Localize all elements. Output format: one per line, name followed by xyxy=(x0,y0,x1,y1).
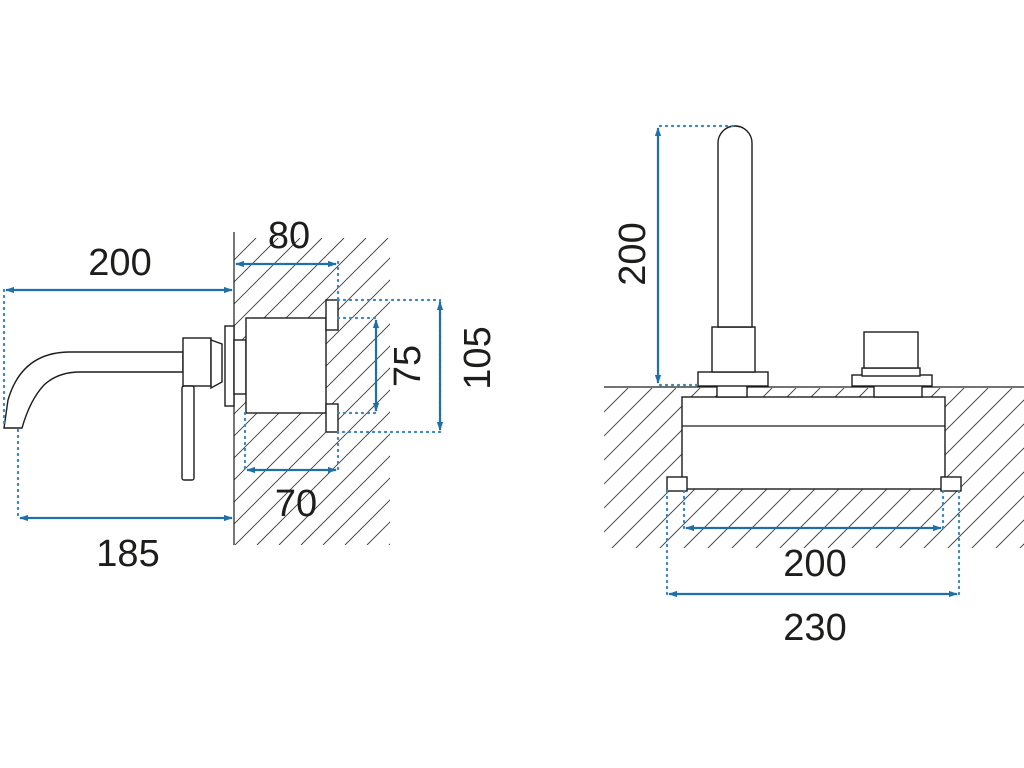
hatch-line xyxy=(604,388,653,437)
dim-box-depth-inner: 70 xyxy=(275,483,317,525)
box-bracket-top xyxy=(325,299,339,331)
hatch-line xyxy=(234,238,323,545)
spout-body xyxy=(3,351,184,429)
dim-outlet-projection: 185 xyxy=(96,533,159,575)
hatch-line xyxy=(875,399,1024,548)
spout-nut xyxy=(182,337,212,387)
concealed-body xyxy=(681,396,946,490)
hatch-line xyxy=(234,238,345,545)
hatch-line xyxy=(947,471,1024,548)
hatch-line xyxy=(344,238,390,545)
hatch-line xyxy=(604,388,677,461)
extension-lines-left xyxy=(2,260,442,520)
dim-box-width-inner: 200 xyxy=(783,543,846,585)
handle-knob xyxy=(863,331,919,369)
hatch-line xyxy=(278,238,390,545)
concealed-box xyxy=(245,317,327,414)
front-view: 200 200 230 xyxy=(604,124,1024,649)
hatch-line xyxy=(234,238,390,545)
hatch-line xyxy=(899,423,1024,548)
hatch-line xyxy=(300,238,390,545)
escutcheon-plate xyxy=(224,325,235,407)
handle-lower-ring xyxy=(861,367,921,377)
wall-hatching-left xyxy=(234,238,390,545)
hatch-line xyxy=(234,238,390,545)
dim-box-height-inner: 75 xyxy=(387,345,429,387)
hatch-line xyxy=(322,238,390,545)
hatch-line xyxy=(256,238,390,545)
spout-collar xyxy=(210,339,223,390)
escutcheon-ring xyxy=(233,339,247,395)
body-foot-left xyxy=(666,476,688,492)
dim-outlet-reach: 200 xyxy=(88,242,151,284)
spout-plate-lower xyxy=(716,384,748,398)
extension-lines-right xyxy=(658,124,961,596)
hatch-line xyxy=(234,238,301,545)
spout-base-plate xyxy=(697,371,769,387)
box-bracket-bottom xyxy=(325,403,339,433)
lever-handle xyxy=(181,385,195,481)
dim-spout-height: 200 xyxy=(612,222,654,285)
hatch-line xyxy=(995,519,1024,548)
side-view: 200 185 80 70 75 105 xyxy=(2,215,499,575)
dim-box-depth: 80 xyxy=(268,215,310,257)
hatch-line xyxy=(234,238,390,545)
hatch-line xyxy=(971,495,1024,548)
hatch-line xyxy=(923,447,1024,548)
spout-tube xyxy=(717,125,753,328)
hatch-line xyxy=(604,388,605,389)
hatch-line xyxy=(234,238,367,545)
body-foot-right xyxy=(940,476,962,492)
hatch-line xyxy=(604,388,629,413)
spout-base-nut xyxy=(711,326,756,373)
dim-box-width-outer: 230 xyxy=(783,607,846,649)
dim-box-height-outer: 105 xyxy=(457,326,499,389)
handle-plate-lower xyxy=(873,384,923,398)
hatch-line xyxy=(604,388,701,485)
